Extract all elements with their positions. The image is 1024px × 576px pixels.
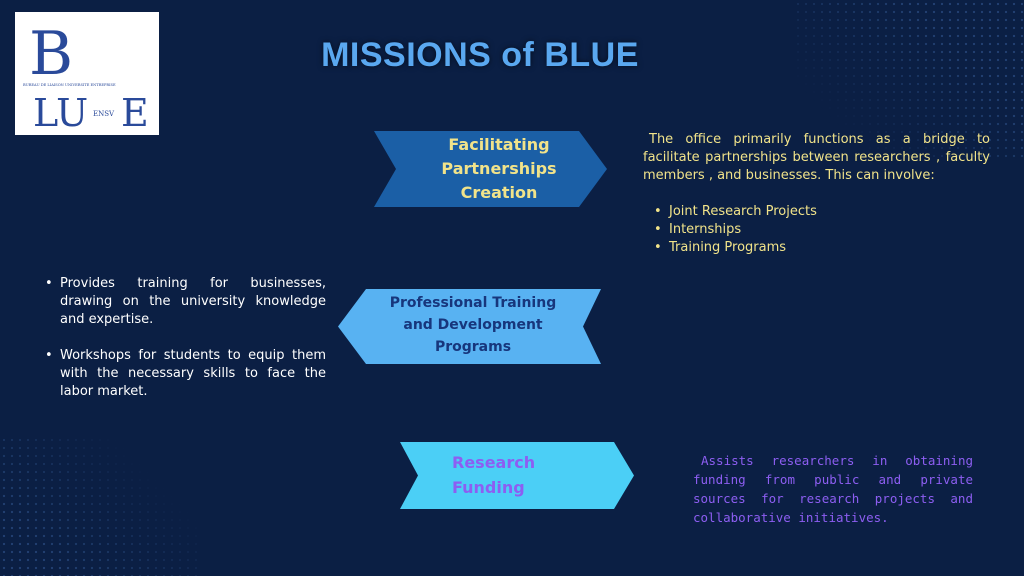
chevron-label-line: and Development [403,317,543,333]
bullet-item: Training Programs [651,239,990,257]
svg-text:LU: LU [33,91,88,135]
chevron-research-funding: Research Funding [400,442,634,509]
svg-text:ENSV: ENSV [93,110,115,118]
chevron-label-line: Partnerships [441,159,557,178]
bullet-item: Internships [651,221,990,239]
funding-description: Assists researchers in obtaining funding… [693,451,973,527]
bullet-item: Workshops for students to equip them wit… [42,347,326,401]
svg-text:B: B [29,19,73,89]
description-text: The office primarily functions as a brid… [643,132,990,183]
training-description: Provides training for businesses, drawin… [42,275,326,401]
page-title: MISSIONS of BLUE [321,36,639,74]
chevron-label-line: Professional Training [389,295,557,311]
chevron-label-line: Facilitating [448,135,550,154]
bullet-item: Joint Research Projects [651,203,990,221]
chevron-label-line: Creation [460,183,538,202]
dot-pattern-bottom [0,436,200,576]
description-text: Assists researchers in obtaining funding… [693,453,973,525]
chevron-label-line: Funding [452,478,525,497]
svg-text:E: E [121,91,149,135]
chevron-facilitating-partnerships: Facilitating Partnerships Creation [374,131,607,207]
bullet-item: Provides training for businesses, drawin… [42,275,326,329]
chevron-professional-training: Professional Training and Development Pr… [338,289,601,364]
chevron-label-line: Research [452,453,536,472]
chevron-label-line: Programs [434,339,512,355]
blue-logo: B BUREAU DE LIAISON UNIVERSITE ENTREPRIS… [15,12,159,135]
partnerships-description: The office primarily functions as a brid… [643,131,990,257]
dot-pattern-top [794,0,1024,160]
svg-text:BUREAU DE LIAISON UNIVERSITE E: BUREAU DE LIAISON UNIVERSITE ENTREPRISE [23,83,116,87]
